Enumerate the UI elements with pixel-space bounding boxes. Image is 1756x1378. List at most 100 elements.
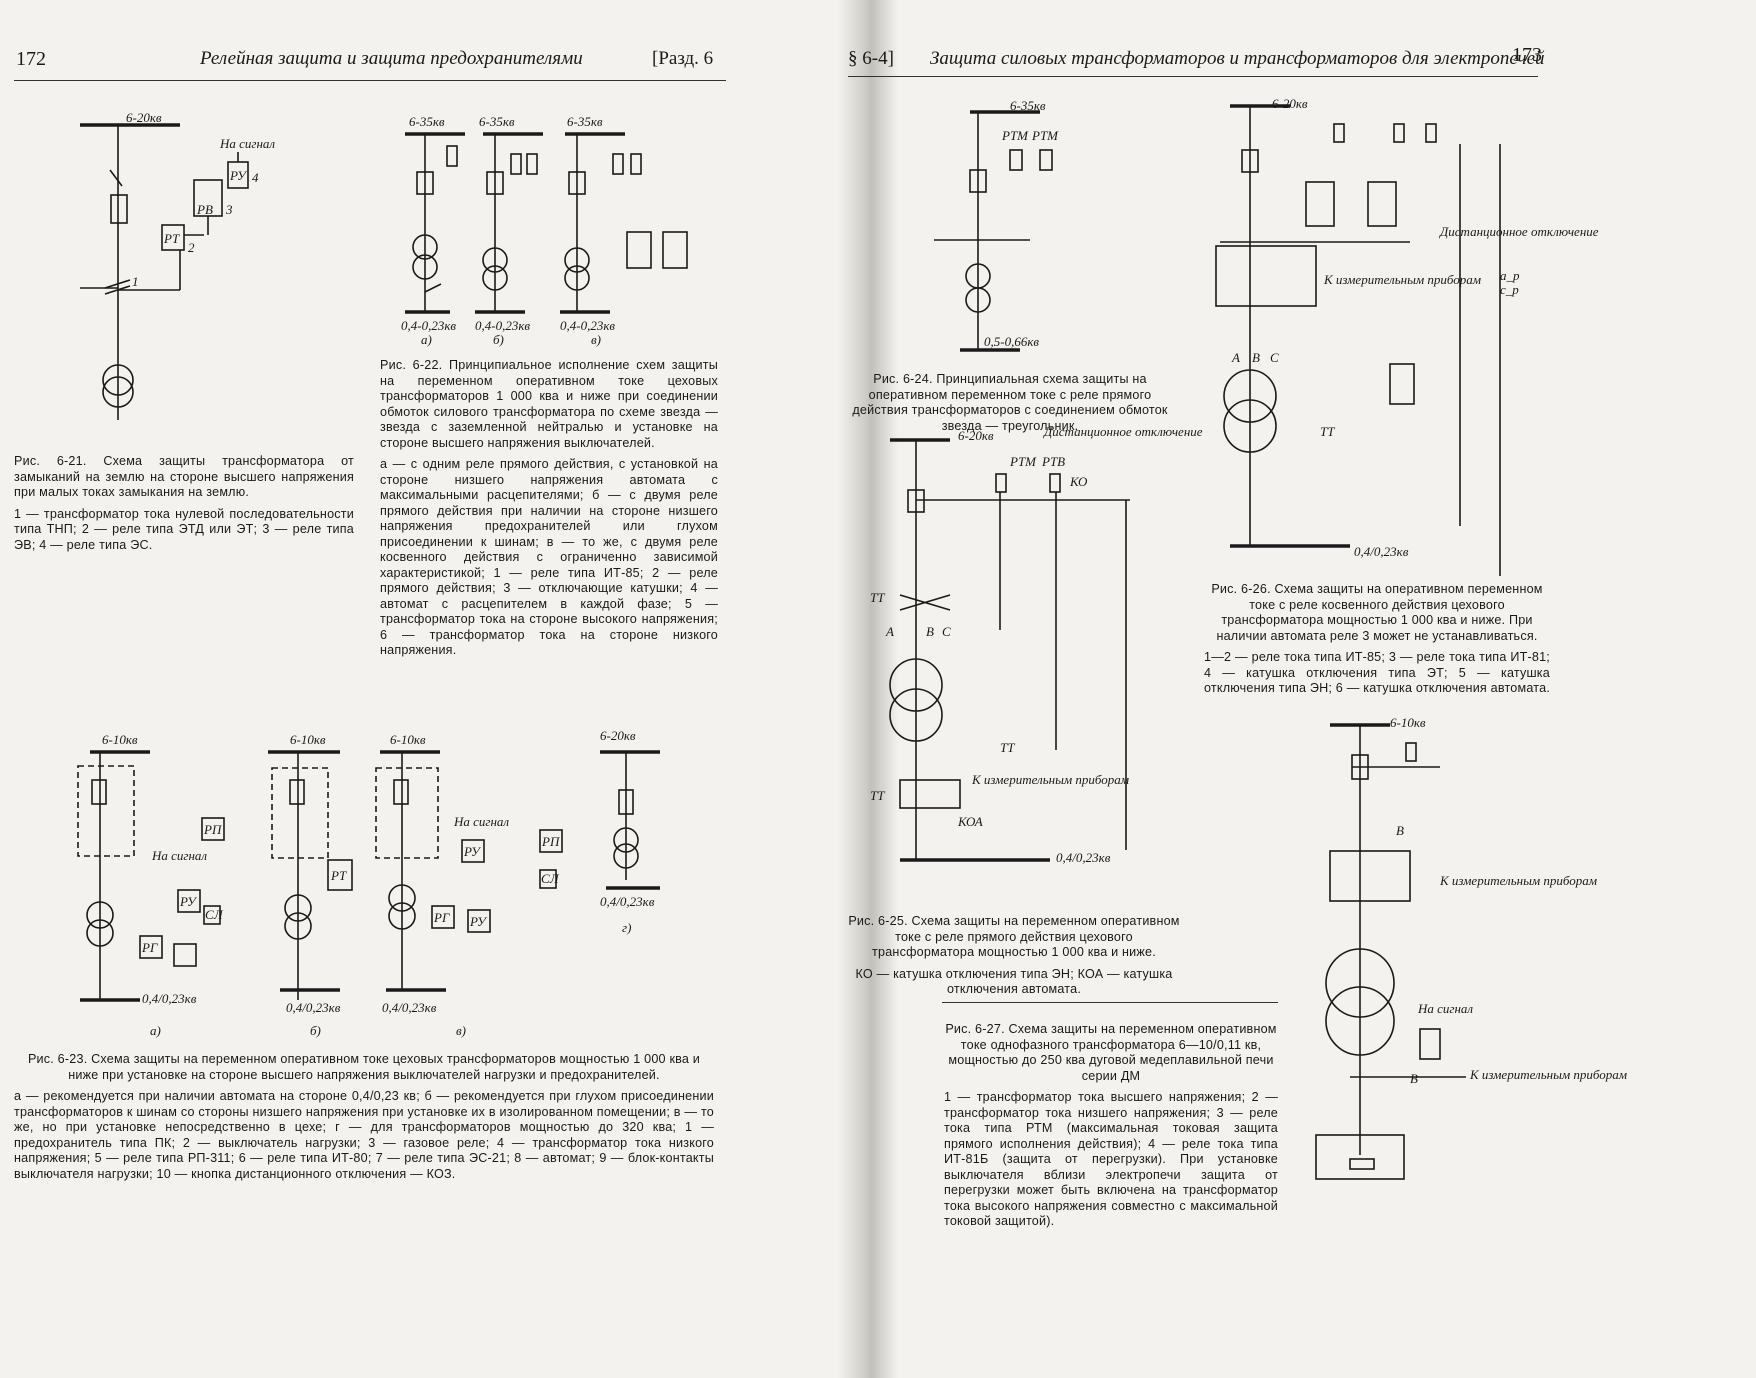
section-label: [Разд. 6 [652, 48, 714, 69]
header-rule [14, 80, 726, 81]
svg-text:6-20кв: 6-20кв [958, 428, 994, 443]
svg-text:РП: РП [541, 834, 561, 849]
fig-6-26-caption: Рис. 6-26. Схема защиты на оперативном п… [1204, 582, 1550, 703]
svg-text:б): б) [310, 1023, 321, 1038]
fig-6-22-legend: а — с одним реле прямого действия, с уст… [380, 457, 718, 657]
svg-text:г): г) [622, 920, 631, 935]
svg-text:РУ: РУ [463, 844, 482, 859]
fig-6-22-caption-text: Рис. 6-22. Принципиальное исполнение схе… [380, 358, 718, 450]
svg-text:СЛ: СЛ [205, 907, 224, 922]
svg-text:6-20кв: 6-20кв [600, 728, 636, 743]
svg-text:0,5-0,66кв: 0,5-0,66кв [984, 334, 1039, 349]
fig-6-22-caption: Рис. 6-22. Принципиальное исполнение схе… [380, 358, 718, 665]
fig-6-25-caption-text: Рис. 6-25. Схема защиты на переменном оп… [848, 914, 1180, 959]
svg-text:К измерительным приборам: К измерительным приборам [1323, 272, 1481, 287]
svg-text:в): в) [456, 1023, 466, 1038]
svg-text:КОА: КОА [957, 814, 983, 829]
svg-text:РГ: РГ [433, 910, 450, 925]
svg-text:РУ: РУ [469, 914, 488, 929]
svg-text:6-20кв: 6-20кв [126, 110, 162, 125]
svg-text:Дистанционное отключение: Дистанционное отключение [1438, 224, 1599, 239]
svg-text:В: В [1252, 350, 1260, 365]
svg-text:ТТ: ТТ [870, 788, 885, 803]
fig-6-24-caption: Рис. 6-24. Принципиальная схема защиты н… [840, 372, 1180, 440]
svg-text:ТТ: ТТ [1000, 740, 1015, 755]
svg-text:0,4/0,23кв: 0,4/0,23кв [600, 894, 655, 909]
svg-text:РТМ: РТМ [1009, 454, 1037, 469]
fig-6-25-caption: Рис. 6-25. Схема защиты на переменном оп… [844, 914, 1184, 1004]
fig-6-23-caption: Рис. 6-23. Схема защиты на переменном оп… [14, 1052, 714, 1188]
fig-6-21-diagram: 6-20кв 1 РТ 2 РВ 3 РУ 4 На сигнал [80, 110, 275, 420]
page-number: 173 [1512, 44, 1542, 66]
svg-text:в): в) [591, 332, 601, 347]
svg-text:К измерительным приборам: К измерительным приборам [971, 772, 1129, 787]
svg-text:РТ: РТ [330, 868, 347, 883]
svg-text:На сигнал: На сигнал [219, 136, 275, 151]
svg-text:К измерительным приборам: К измерительным приборам [1469, 1067, 1627, 1082]
svg-text:РТМ: РТМ [1031, 128, 1059, 143]
svg-text:РГ: РГ [141, 940, 158, 955]
svg-text:6-10кв: 6-10кв [290, 732, 326, 747]
header-rule [848, 76, 1538, 77]
fig-6-23-legend: а — рекомендуется при наличии автомата н… [14, 1089, 714, 1181]
svg-text:РВ: РВ [196, 202, 213, 217]
svg-text:РП: РП [203, 822, 223, 837]
fig-6-21-caption: Рис. 6-21. Схема защиты трансформатора о… [14, 454, 354, 559]
running-title: Защита силовых трансформаторов и трансфо… [930, 48, 1545, 69]
running-title: Релейная защита и защита предохранителям… [200, 48, 583, 69]
fig-6-25-diagram: 6-20кв Дистанционное отключение РТМ РТВ … [870, 424, 1203, 865]
svg-text:а): а) [150, 1023, 161, 1038]
svg-text:0,4/0,23кв: 0,4/0,23кв [286, 1000, 341, 1015]
svg-text:К измерительным приборам: К измерительным приборам [1439, 873, 1597, 888]
fig-6-26-diagram: 6-20кв К измерительным приборам Дистанци… [1215, 96, 1599, 576]
fig-6-23d: 6-20кв 0,4/0,23кв г) [600, 728, 660, 935]
svg-text:6-35кв: 6-35кв [479, 114, 515, 129]
svg-text:0,4/0,23кв: 0,4/0,23кв [382, 1000, 437, 1015]
svg-text:6-35кв: 6-35кв [409, 114, 445, 129]
fig-6-26-legend: 1—2 — реле тока типа ИТ-85; 3 — реле ток… [1204, 650, 1551, 695]
svg-text:Дистанционное отключение: Дистанционное отключение [1042, 424, 1203, 439]
svg-text:А: А [885, 624, 894, 639]
svg-text:В: В [926, 624, 934, 639]
fig-6-25-legend: КО — катушка отключения типа ЭН; КОА — к… [855, 966, 1173, 997]
svg-text:0,4/0,23кв: 0,4/0,23кв [142, 991, 197, 1006]
svg-text:На сигнал: На сигнал [151, 848, 207, 863]
svg-text:4: 4 [252, 170, 259, 185]
fig-6-22a: 6-35кв 0,4-0,23кв а) [401, 114, 465, 347]
svg-text:С: С [942, 624, 951, 639]
fig-6-21-caption-text: Рис. 6-21. Схема защиты трансформатора о… [14, 454, 354, 499]
svg-text:с_р: с_р [1500, 282, 1519, 297]
fig-6-23c: 6-10кв На сигнал РУ РП СЛ РГ РУ 0,4/0,23… [375, 732, 563, 1038]
svg-text:РТМ: РТМ [1001, 128, 1029, 143]
fig-6-22-diagram: 6-35кв 0,4-0,23кв а) 6-35кв 0,4-0,23кв б… [401, 114, 688, 347]
svg-text:В: В [1410, 1071, 1418, 1086]
svg-text:На сигнал: На сигнал [1417, 1001, 1473, 1016]
svg-text:А: А [1231, 350, 1240, 365]
svg-text:0,4/0,23кв: 0,4/0,23кв [1056, 850, 1111, 865]
fig-6-26-caption-text: Рис. 6-26. Схема защиты на оперативном п… [1211, 582, 1543, 643]
svg-text:РТ: РТ [163, 231, 180, 246]
svg-text:КО: КО [1069, 474, 1088, 489]
section-label: § 6-4] [848, 48, 894, 69]
svg-text:а): а) [421, 332, 432, 347]
svg-text:6-10кв: 6-10кв [390, 732, 426, 747]
svg-text:б): б) [493, 332, 504, 347]
svg-text:РУ: РУ [179, 894, 198, 909]
svg-text:6-35кв: 6-35кв [1010, 98, 1046, 113]
svg-text:РУ: РУ [229, 168, 248, 183]
svg-text:3: 3 [225, 202, 233, 217]
fig-6-22c: 6-35кв 0,4-0,23кв в) [560, 114, 688, 347]
svg-text:6-10кв: 6-10кв [102, 732, 138, 747]
svg-text:0,4-0,23кв: 0,4-0,23кв [475, 318, 530, 333]
svg-text:В: В [1396, 823, 1404, 838]
svg-text:С: С [1270, 350, 1279, 365]
svg-text:0,4-0,23кв: 0,4-0,23кв [560, 318, 615, 333]
fig-6-21-legend: 1 — трансформатор тока нулевой последова… [14, 506, 354, 552]
fig-6-27-legend: 1 — трансформатор тока высшего напряжени… [944, 1090, 1278, 1228]
page-number: 172 [16, 48, 46, 70]
book-gutter [838, 0, 898, 1378]
svg-text:6-20кв: 6-20кв [1272, 96, 1308, 111]
svg-text:На сигнал: На сигнал [453, 814, 509, 829]
svg-text:1: 1 [132, 274, 139, 289]
svg-text:РТВ: РТВ [1041, 454, 1065, 469]
